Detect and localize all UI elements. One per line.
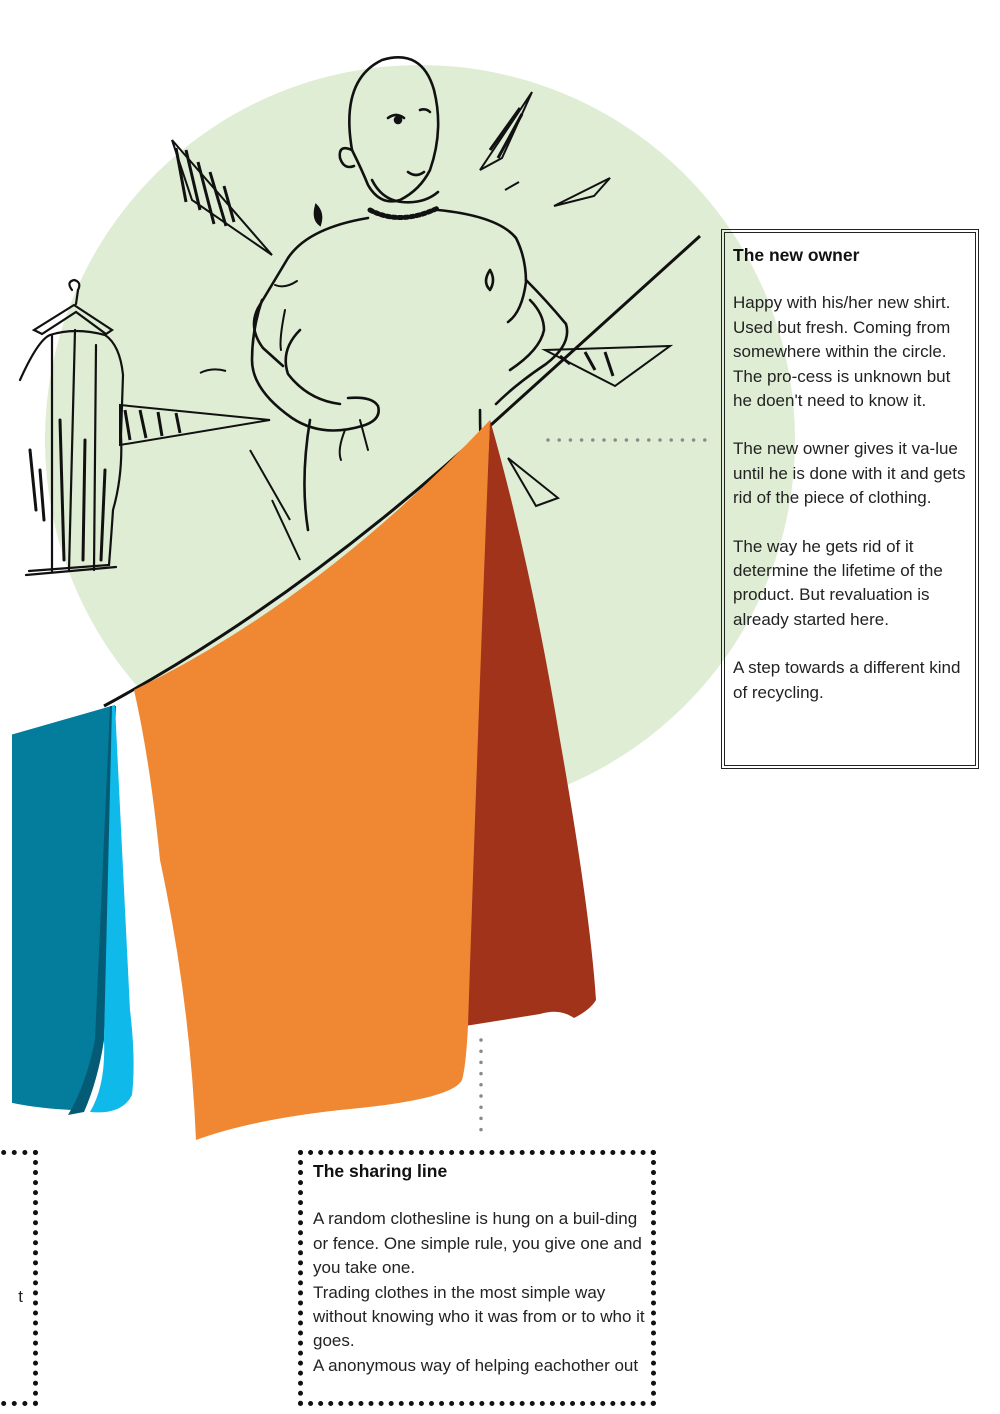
new-owner-paragraph: A step towards a different kind of recyc… xyxy=(733,658,961,702)
new-owner-paragraph: The way he gets rid of it determine the … xyxy=(733,536,943,629)
sharing-line-paragraph: A anonymous way of helping eachother out xyxy=(313,1355,639,1375)
hanger-coat-sketch xyxy=(18,278,125,577)
left-text-panel: t xyxy=(0,1150,38,1406)
man-sketch xyxy=(250,56,569,532)
new-owner-panel: The new owner Happy with his/her new shi… xyxy=(721,229,979,769)
sketch-shards xyxy=(119,91,674,561)
light-blue-cloth xyxy=(90,705,134,1113)
orange-cloth xyxy=(134,420,490,1140)
teal-cloth xyxy=(12,705,115,1110)
left-panel-fragment: t xyxy=(18,1287,23,1306)
sharing-line-paragraph: A random clothesline is hung on a buil-d… xyxy=(313,1209,642,1278)
rust-cloth xyxy=(465,420,596,1026)
new-owner-title: The new owner xyxy=(733,245,860,265)
sharing-line-title: The sharing line xyxy=(313,1161,448,1181)
new-owner-paragraph: The new owner gives it va-lue until he i… xyxy=(733,439,966,508)
sharing-line-panel: The sharing line A random clothesline is… xyxy=(298,1150,656,1406)
new-owner-paragraph: Happy with his/her new shirt. Used but f… xyxy=(733,293,951,411)
dark-teal-cloth xyxy=(68,706,116,1115)
sharing-line-paragraph: Trading clothes in the most simple way w… xyxy=(313,1282,645,1351)
